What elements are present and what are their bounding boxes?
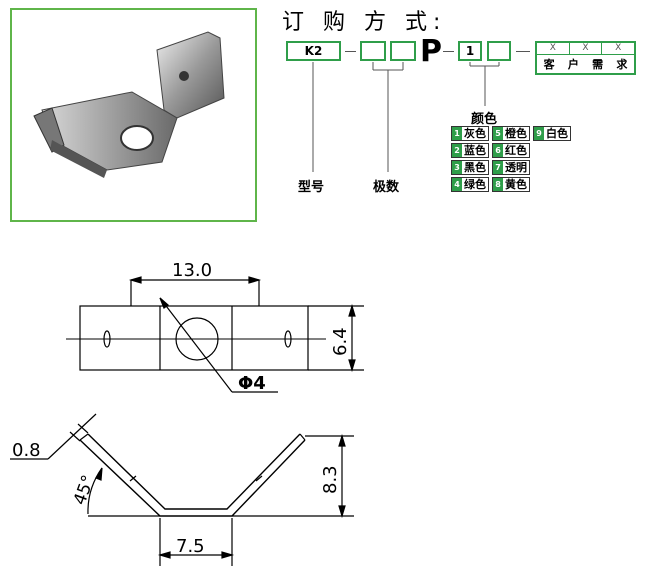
color-item: 5 橙色 xyxy=(492,126,530,141)
model-code-box: K2 xyxy=(286,41,341,61)
poles-label: 极数 xyxy=(373,180,400,195)
color-name: 黄色 xyxy=(505,178,527,191)
color-num: 2 xyxy=(452,144,462,157)
color-name: 白色 xyxy=(546,127,568,140)
color-num: 7 xyxy=(493,161,503,174)
top-view-body xyxy=(79,305,309,371)
dash xyxy=(345,51,356,52)
custom-x: X xyxy=(615,43,622,53)
product-photo-frame xyxy=(10,8,257,222)
color-name: 灰色 xyxy=(464,127,486,140)
color-row: 2 蓝色 6 红色 xyxy=(451,143,574,158)
terminal-photo xyxy=(33,31,225,178)
color-item: 3 黑色 xyxy=(451,160,489,175)
color-num: 8 xyxy=(493,178,503,191)
color-item: 6 红色 xyxy=(492,143,530,158)
model-label: 型号 xyxy=(298,180,325,195)
color-item: 9 白色 xyxy=(533,126,571,141)
color-item: 4 绿色 xyxy=(451,177,489,192)
color-num: 6 xyxy=(493,144,503,157)
side-view-profile xyxy=(79,439,306,517)
center-hole xyxy=(175,317,219,361)
dim-width-top: 13.0 xyxy=(172,260,212,281)
color-name: 绿色 xyxy=(464,178,486,191)
dash xyxy=(443,51,454,52)
color-table: 1 灰色 5 橙色 9 白色 2 蓝色 6 红色 3 黑色 7 透明 xyxy=(451,126,574,194)
color-item: 7 透明 xyxy=(492,160,530,175)
pole-box-2 xyxy=(390,41,416,61)
dim-thickness: 0.8 xyxy=(12,440,41,461)
color-num: 4 xyxy=(452,178,462,191)
color-item: 8 黄色 xyxy=(492,177,530,192)
custom-requirement-box: X X X 客 户 需 求 xyxy=(535,41,636,75)
color-code-box-2 xyxy=(487,41,511,61)
color-label: 颜色 xyxy=(471,112,498,127)
color-name: 黑色 xyxy=(464,161,486,174)
color-name: 红色 xyxy=(505,144,527,157)
order-title: 订 购 方 式: xyxy=(282,10,447,35)
dim-height-right: 6.4 xyxy=(330,327,351,356)
pole-box-1 xyxy=(360,41,386,61)
custom-label-char: 需 xyxy=(592,58,604,71)
color-name: 蓝色 xyxy=(464,144,486,157)
color-num: 9 xyxy=(534,127,544,140)
color-num: 1 xyxy=(452,127,462,140)
color-code-box: 1 xyxy=(458,41,482,61)
custom-label-char: 求 xyxy=(616,58,628,71)
custom-x: X xyxy=(570,43,603,54)
color-num: 3 xyxy=(452,161,462,174)
color-row: 4 绿色 8 黄色 xyxy=(451,177,574,192)
color-row: 1 灰色 5 橙色 9 白色 xyxy=(451,126,574,141)
color-item: 2 蓝色 xyxy=(451,143,489,158)
custom-x: X xyxy=(537,43,570,54)
dim-hole-diameter: Φ4 xyxy=(238,373,266,394)
dim-bottom-width: 7.5 xyxy=(176,536,205,557)
color-name: 透明 xyxy=(505,161,527,174)
color-name: 橙色 xyxy=(505,127,527,140)
color-num: 5 xyxy=(493,127,503,140)
custom-label-char: 户 xyxy=(567,58,579,71)
color-item: 1 灰色 xyxy=(451,126,489,141)
dash xyxy=(516,51,530,52)
p-letter: P xyxy=(420,34,442,69)
dim-angle: 45° xyxy=(70,473,99,508)
dim-height-side: 8.3 xyxy=(320,465,341,494)
custom-label-char: 客 xyxy=(543,58,555,71)
color-row: 3 黑色 7 透明 xyxy=(451,160,574,175)
